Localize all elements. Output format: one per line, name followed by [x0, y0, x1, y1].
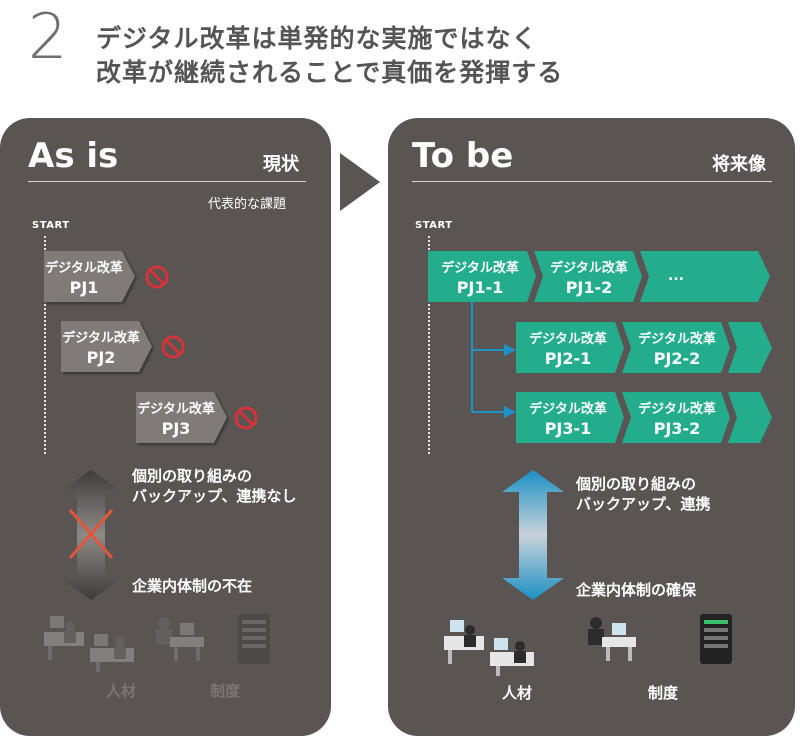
to-be-row-1: デジタル改革 PJ1-1 デジタル改革 PJ1-2 ...	[428, 251, 770, 302]
to-be-row-3: デジタル改革 PJ3-1 デジタル改革 PJ3-2	[516, 392, 772, 443]
to-be-pj3-1-line1: デジタル改革	[529, 401, 607, 417]
to-be-pj1-2-line2: PJ1-2	[566, 278, 613, 297]
as-is-pj1-line2: PJ1	[70, 278, 99, 297]
to-be-divider	[412, 181, 772, 182]
to-be-pj3-1-box	[516, 392, 624, 443]
worker-icon	[156, 617, 204, 661]
to-be-pj1-1-line1: デジタル改革	[441, 260, 519, 276]
to-be-row2-tail	[728, 322, 772, 373]
headline: デジタル改革は単発的な実施ではなく 改革が継続されることで真価を発揮する	[96, 22, 563, 90]
office-people-icon	[44, 616, 134, 672]
to-be-timeline	[428, 236, 430, 454]
as-is-pj2-box: デジタル改革 PJ2	[61, 321, 152, 372]
as-is-start-label: START	[32, 220, 70, 231]
as-is-system-text: 企業内体制の不在	[132, 577, 253, 595]
to-be-backup-line2: バックアップ、連携	[576, 495, 711, 513]
to-be-people-label: 人材	[502, 684, 533, 702]
to-be-subtitle: 将来像	[712, 154, 766, 175]
as-is-divider	[28, 181, 306, 182]
forbidden-icon	[145, 265, 169, 289]
to-be-pj1-1-line2: PJ1-1	[457, 278, 504, 297]
as-is-system-label: 制度	[210, 682, 241, 700]
worker-icon	[588, 617, 636, 661]
server-icon	[700, 614, 732, 664]
as-is-pj2-line1: デジタル改革	[62, 330, 140, 346]
to-be-continue-text: ...	[668, 268, 684, 284]
as-is-backup-line2: バックアップ、連携なし	[132, 487, 297, 505]
as-is-pj3-line2: PJ3	[162, 419, 191, 438]
to-be-pj3-2-line1: デジタル改革	[638, 401, 716, 417]
as-is-pj1-line1: デジタル改革	[45, 260, 123, 276]
to-be-pj2-2-line2: PJ2-2	[654, 349, 701, 368]
cross-icon	[68, 509, 114, 559]
to-be-title: To be	[412, 136, 514, 176]
to-be-backup-line1: 個別の取り組みの	[576, 475, 697, 493]
to-be-pj2-2-box	[622, 322, 730, 373]
to-be-row3-tail	[728, 392, 772, 443]
to-be-pj2-1-box	[516, 322, 624, 373]
as-is-backup-text: 個別の取り組みの バックアップ、連携なし	[132, 466, 297, 506]
to-be-system-label: 制度	[648, 684, 679, 702]
to-be-connector	[471, 302, 516, 418]
as-is-people-label: 人材	[106, 682, 137, 700]
to-be-pj3-2-box	[622, 392, 730, 443]
office-people-icon	[444, 620, 534, 676]
as-is-title: As is	[28, 136, 119, 176]
to-be-continue-box	[640, 251, 770, 302]
to-be-backup-text: 個別の取り組みの バックアップ、連携	[576, 474, 711, 514]
to-be-pj2-1-line1: デジタル改革	[529, 331, 607, 347]
as-is-pj2-line2: PJ2	[87, 348, 116, 367]
as-is-timeline	[44, 236, 46, 454]
as-is-pj3-line1: デジタル改革	[137, 401, 215, 417]
to-be-pj1-2-line1: デジタル改革	[550, 260, 628, 276]
as-is-subtitle: 現状	[263, 154, 299, 175]
to-be-system-text: 企業内体制の確保	[576, 581, 697, 599]
to-be-double-arrow	[502, 470, 564, 600]
server-icon	[238, 614, 270, 664]
headline-line-1: デジタル改革は単発的な実施ではなく	[96, 24, 538, 53]
arrowhead-icon	[504, 406, 516, 418]
to-be-row-2: デジタル改革 PJ2-1 デジタル改革 PJ2-2	[516, 322, 772, 373]
arrowhead-icon	[504, 344, 516, 356]
as-is-double-arrow	[60, 470, 122, 600]
to-be-pj2-1-line2: PJ2-1	[545, 349, 592, 368]
to-be-pj3-2-line2: PJ3-2	[654, 419, 701, 438]
as-is-backup-line1: 個別の取り組みの	[132, 467, 253, 485]
to-be-pj3-1-line2: PJ3-1	[545, 419, 592, 438]
forbidden-icon	[234, 406, 258, 430]
as-is-pj3-box: デジタル改革 PJ3	[136, 392, 227, 443]
to-be-pj1-1-box	[428, 251, 536, 302]
to-be-start-label: START	[415, 220, 453, 231]
as-is-caption: 代表的な課題	[208, 197, 287, 212]
to-be-pj2-2-line1: デジタル改革	[638, 331, 716, 347]
to-be-pj1-2-box	[534, 251, 642, 302]
as-is-pj1-box: デジタル改革 PJ1	[44, 251, 135, 302]
headline-line-2: 改革が継続されることで真価を発揮する	[96, 58, 564, 87]
forbidden-icon	[161, 335, 185, 359]
transition-arrow-icon	[340, 153, 380, 211]
section-number: 2	[28, 0, 68, 73]
